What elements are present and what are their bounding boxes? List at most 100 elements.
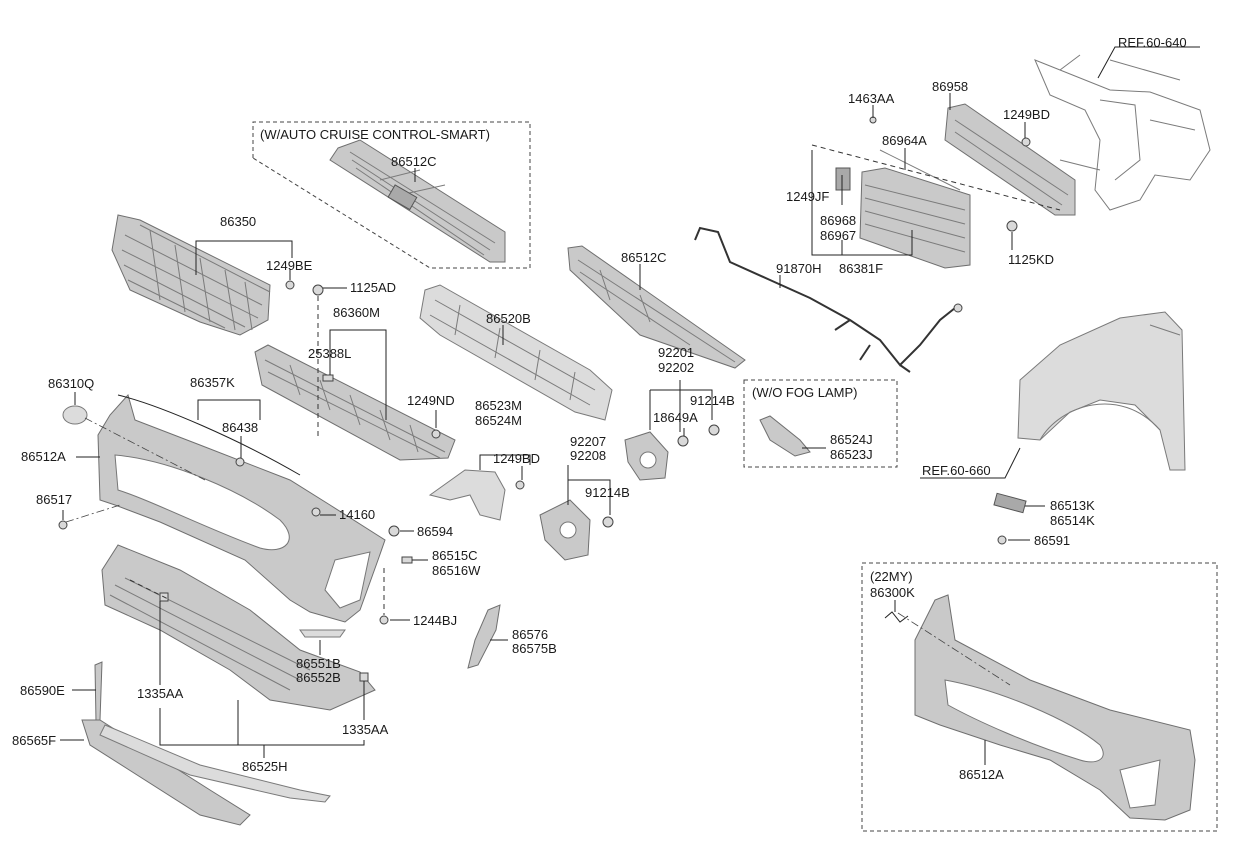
label-91214B-lower: 91214B xyxy=(585,485,630,500)
part-86520B-absorber xyxy=(419,284,613,421)
label-86968: 86968 xyxy=(820,213,856,228)
label-1125KD: 1125KD xyxy=(1008,252,1054,267)
bolt-icon xyxy=(312,284,324,296)
label-1125AD: 1125AD xyxy=(350,280,396,295)
label-1249JF: 1249JF xyxy=(786,189,829,204)
part-86381F-air-flap xyxy=(835,167,971,269)
label-86512A-22my: 86512A xyxy=(959,767,1004,782)
part-86512A-bumper xyxy=(97,393,386,623)
label-25388L: 25388L xyxy=(308,346,351,361)
label-86360M: 86360M xyxy=(333,305,380,320)
label-86512A: 86512A xyxy=(21,449,66,464)
label-91214B-top: 91214B xyxy=(690,393,735,408)
label-1249BD-top: 1249BD xyxy=(1003,107,1050,122)
leader-lines xyxy=(60,46,1200,765)
label-86523J: 86523J xyxy=(830,447,873,462)
label-86512C-lower: 86512C xyxy=(621,250,667,265)
part-86524J-fog-cover xyxy=(759,415,811,457)
label-86512C-upper: 86512C xyxy=(391,154,437,169)
clip-icon xyxy=(388,525,400,537)
nut-icon xyxy=(708,424,720,436)
label-86438: 86438 xyxy=(222,420,258,435)
label-91870H: 91870H xyxy=(776,261,822,276)
part-86357K-moulding xyxy=(117,394,301,476)
screw-icon xyxy=(379,615,389,625)
part-86576-garnish xyxy=(467,604,501,669)
part-86551B-reflector xyxy=(299,629,346,638)
part-86512C-upper-grille xyxy=(329,139,506,263)
part-86513K-bracket xyxy=(993,492,1027,514)
part-92207-fog-lamp xyxy=(539,499,591,561)
clip-icon xyxy=(235,457,245,467)
part-86523M-fog-garnish xyxy=(428,469,506,521)
label-1463AA: 1463AA xyxy=(848,91,895,106)
part-86512C-lower-grille xyxy=(567,245,746,369)
part-86590E-strip xyxy=(94,661,103,723)
label-1249BD-lower: 1249BD xyxy=(493,451,540,466)
label-86967: 86967 xyxy=(820,228,856,243)
label-86517: 86517 xyxy=(36,492,72,507)
my22-option-title: (22MY) xyxy=(870,569,913,584)
part-86360M-bracket xyxy=(254,344,456,461)
label-86594: 86594 xyxy=(417,524,453,539)
label-92208: 92208 xyxy=(570,448,606,463)
label-86524M: 86524M xyxy=(475,413,522,428)
label-1244BJ: 1244BJ xyxy=(413,613,457,628)
ref-label-60-660: REF.60-660 xyxy=(922,463,991,478)
screw-icon xyxy=(431,429,441,439)
part-front-end-module xyxy=(1034,54,1211,211)
label-86523M: 86523M xyxy=(475,398,522,413)
part-92201-fog-lamp xyxy=(624,431,669,481)
label-92202: 92202 xyxy=(658,360,694,375)
label-86357K: 86357K xyxy=(190,375,235,390)
part-86958-carrier xyxy=(879,103,1076,216)
label-86525H: 86525H xyxy=(242,759,288,774)
label-1249ND: 1249ND xyxy=(407,393,455,408)
my22-option-box: (22MY) xyxy=(861,562,1218,832)
label-18649A: 18649A xyxy=(653,410,698,425)
label-14160: 14160 xyxy=(339,507,375,522)
part-labels: REF.60-640 REF.60-660 86512C 86350 1249B… xyxy=(12,35,1187,782)
bolt-icon xyxy=(285,280,295,290)
part-86512A-bumper-22my xyxy=(914,594,1196,821)
screw-icon xyxy=(515,480,525,490)
clip-icon xyxy=(322,374,334,382)
label-86958: 86958 xyxy=(932,79,968,94)
label-86964A: 86964A xyxy=(882,133,927,148)
label-1335AA-right: 1335AA xyxy=(342,722,389,737)
part-86310Q-emblem xyxy=(62,405,88,425)
label-86575B: 86575B xyxy=(512,641,557,656)
bulb-icon xyxy=(677,435,689,447)
label-86591: 86591 xyxy=(1034,533,1070,548)
fog-option-title: (W/O FOG LAMP) xyxy=(752,385,857,400)
label-86381F: 86381F xyxy=(839,261,883,276)
label-86310Q: 86310Q xyxy=(48,376,94,391)
part-fender xyxy=(1017,311,1186,471)
clip-icon xyxy=(401,556,413,564)
nut-icon xyxy=(602,516,614,528)
label-86513K: 86513K xyxy=(1050,498,1095,513)
label-86576: 86576 xyxy=(512,627,548,642)
label-86524J: 86524J xyxy=(830,432,873,447)
screw-icon xyxy=(997,535,1007,545)
label-1249BE: 1249BE xyxy=(266,258,313,273)
label-86514K: 86514K xyxy=(1050,513,1095,528)
label-92201: 92201 xyxy=(658,345,694,360)
part-86565F-skid xyxy=(81,719,331,826)
label-86515C: 86515C xyxy=(432,548,478,563)
label-86590E: 86590E xyxy=(20,683,65,698)
part-86350-grille xyxy=(111,214,271,336)
acc-option-title: (W/AUTO CRUISE CONTROL-SMART) xyxy=(260,127,490,142)
label-92207: 92207 xyxy=(570,434,606,449)
label-86565F: 86565F xyxy=(12,733,56,748)
label-86300K: 86300K xyxy=(870,585,915,600)
label-86350: 86350 xyxy=(220,214,256,229)
ref-label-60-640: REF.60-640 xyxy=(1118,35,1187,50)
clip-icon xyxy=(58,520,68,530)
label-1335AA-left: 1335AA xyxy=(137,686,184,701)
screw-icon xyxy=(1021,137,1031,147)
sensor-icon xyxy=(311,507,321,517)
label-86516W: 86516W xyxy=(432,563,481,578)
label-86552B: 86552B xyxy=(296,670,341,685)
